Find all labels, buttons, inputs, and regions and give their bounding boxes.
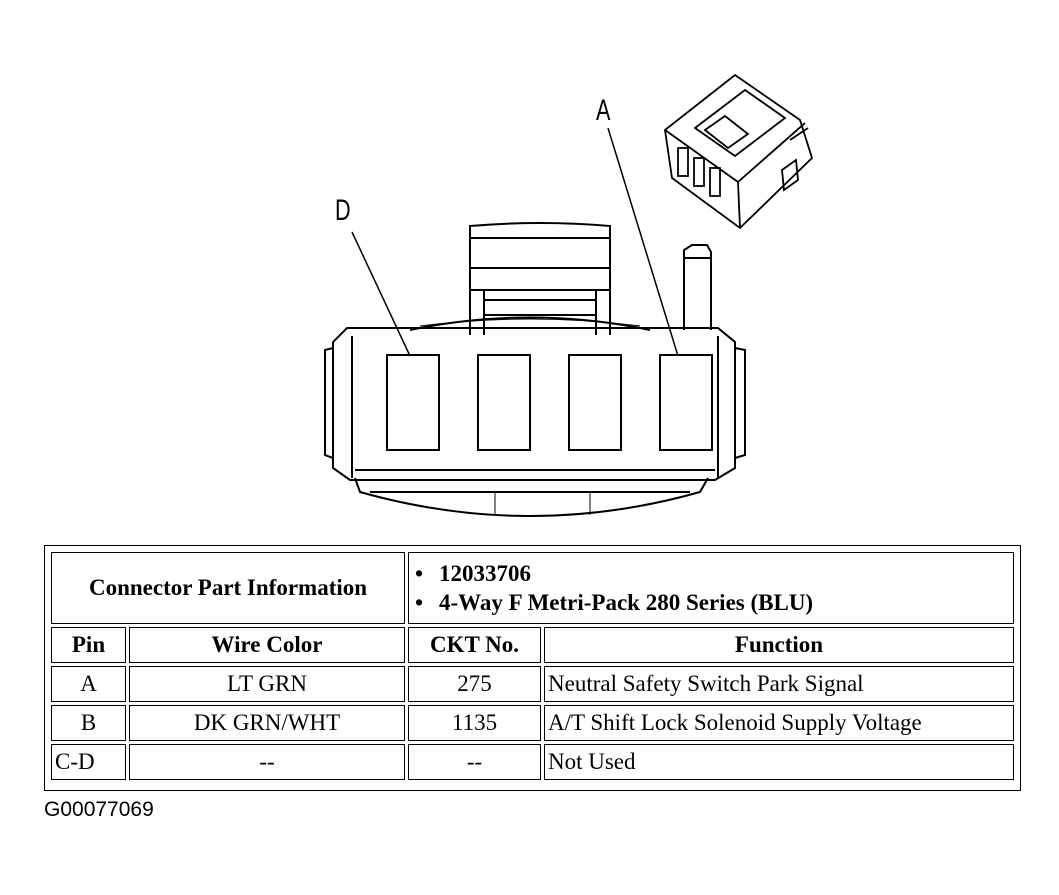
ckt-no-cell: 1135 <box>408 705 541 741</box>
function-cell: A/T Shift Lock Solenoid Supply Voltage <box>544 705 1014 741</box>
table-row: A LT GRN 275 Neutral Safety Switch Park … <box>51 666 1014 702</box>
col-function: Function <box>544 627 1014 663</box>
right-ear <box>734 347 746 459</box>
function-cell: Not Used <box>544 744 1014 780</box>
wire-color-cell: LT GRN <box>129 666 405 702</box>
cavity-d <box>386 354 440 451</box>
column-header-row: Pin Wire Color CKT No. Function <box>51 627 1014 663</box>
figure-id: G00077069 <box>44 798 154 821</box>
wire-color-cell: DK GRN/WHT <box>129 705 405 741</box>
pin-cell: B <box>51 705 126 741</box>
alignment-post <box>683 244 712 330</box>
cavity-a <box>659 354 713 451</box>
part-number: 12033706 <box>415 559 1009 588</box>
connector-lower-lip <box>354 477 709 517</box>
table-row: C-D -- -- Not Used <box>51 744 1014 780</box>
connector-drawing <box>324 73 814 517</box>
connector-table: Connector Part Information 12033706 4-Wa… <box>44 545 1021 791</box>
ckt-no-cell: -- <box>408 744 541 780</box>
callout-a-label: A <box>596 94 611 127</box>
ckt-no-cell: 275 <box>408 666 541 702</box>
callout-d-label: D <box>335 194 351 227</box>
connector-iso-icon <box>664 73 814 230</box>
leader-a <box>607 127 679 357</box>
connector-body <box>332 327 736 481</box>
col-pin: Pin <box>51 627 126 663</box>
part-info-row: Connector Part Information 12033706 4-Wa… <box>51 552 1014 624</box>
leader-d <box>351 231 411 357</box>
connector-type: 4-Way F Metri-Pack 280 Series (BLU) <box>415 588 1009 617</box>
locking-tab <box>469 222 611 335</box>
part-info-list: 12033706 4-Way F Metri-Pack 280 Series (… <box>408 552 1014 624</box>
col-ckt-no: CKT No. <box>408 627 541 663</box>
wire-color-cell: -- <box>129 744 405 780</box>
cavity-b <box>568 354 622 451</box>
function-cell: Neutral Safety Switch Park Signal <box>544 666 1014 702</box>
table-row: B DK GRN/WHT 1135 A/T Shift Lock Solenoi… <box>51 705 1014 741</box>
col-wire-color: Wire Color <box>129 627 405 663</box>
pin-cell: A <box>51 666 126 702</box>
part-info-title: Connector Part Information <box>51 552 405 624</box>
pin-cell: C-D <box>51 744 126 780</box>
left-ear <box>324 347 334 459</box>
cavity-c <box>477 354 531 451</box>
